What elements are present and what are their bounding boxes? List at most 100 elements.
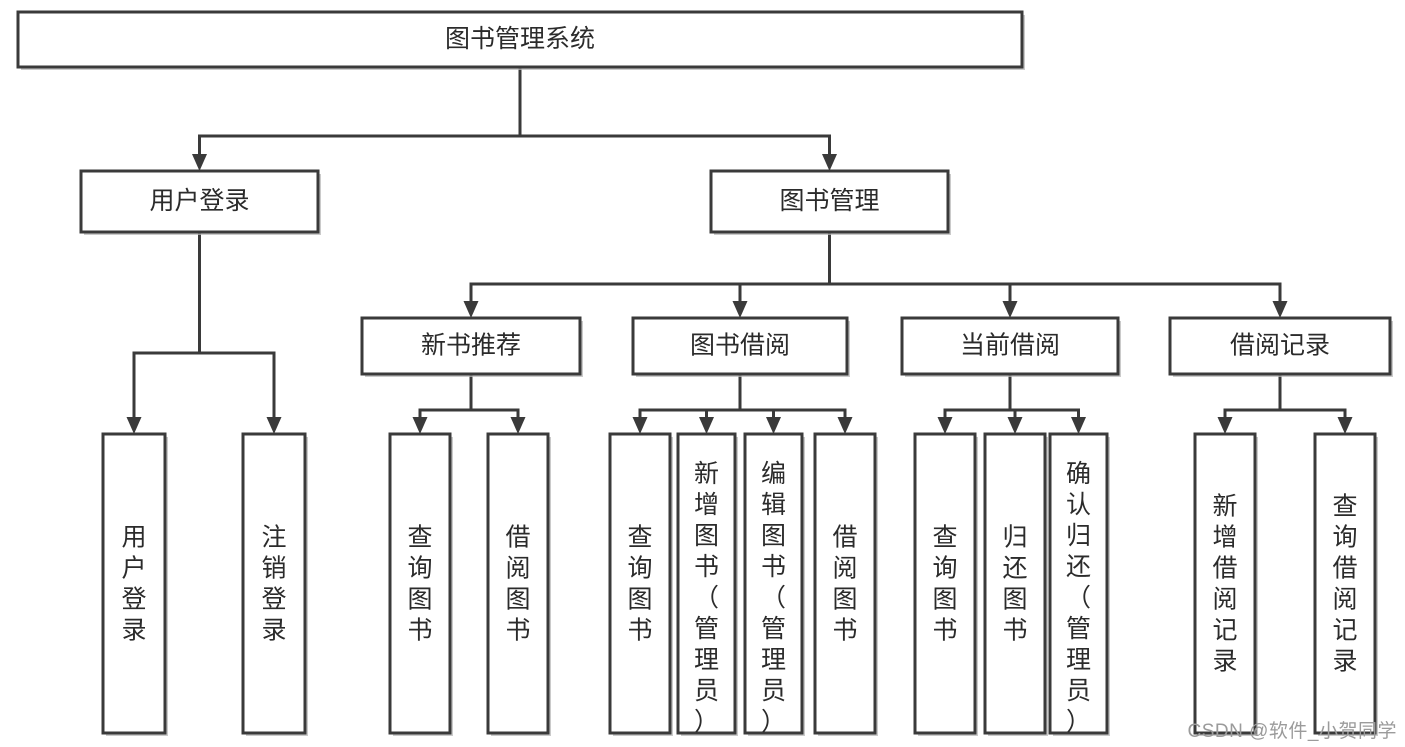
node-label-char: 员 xyxy=(694,677,719,705)
node-label: 当前借阅 xyxy=(960,332,1060,360)
node-label-char: 理 xyxy=(694,646,719,674)
arrow-head xyxy=(937,417,953,434)
node-label-char: 借 xyxy=(505,524,530,552)
node-label: 图书管理系统 xyxy=(445,25,595,53)
arrow-head xyxy=(766,417,781,434)
node-label-char: 确 xyxy=(1066,460,1091,488)
node-label-char: 销 xyxy=(261,555,286,583)
node-rect[interactable] xyxy=(709,169,950,234)
node-label-char: 注 xyxy=(261,524,286,552)
node-label-char: 书 xyxy=(505,617,530,645)
node-label-char: 书 xyxy=(694,553,719,581)
node-label-char: 户 xyxy=(121,555,146,583)
node-label-char: 理 xyxy=(1066,646,1091,674)
node-book-borrow[interactable]: 图书借阅 xyxy=(631,316,850,377)
node-label-char: 书 xyxy=(1002,617,1027,645)
node-rect[interactable] xyxy=(631,316,849,376)
node-rect[interactable] xyxy=(388,432,452,735)
node-label-char: 书 xyxy=(627,617,652,645)
node-rect[interactable] xyxy=(913,432,977,735)
connector-group-user-login xyxy=(126,230,282,434)
node-rect[interactable] xyxy=(900,316,1120,376)
node-rect[interactable] xyxy=(676,432,737,735)
node-label-char: 录 xyxy=(1332,648,1357,676)
node-borrow-record[interactable]: 借阅记录 xyxy=(1168,316,1393,377)
node-rect[interactable] xyxy=(241,432,307,735)
node-label-char: 图 xyxy=(1002,586,1027,614)
node-label-char: 新 xyxy=(694,460,719,488)
node-label-char: 阅 xyxy=(1332,586,1357,614)
node-label-char: 借 xyxy=(1332,555,1357,583)
arrow-head xyxy=(266,417,282,434)
node-label-char: ） xyxy=(1066,708,1091,736)
node-label-char: 图 xyxy=(407,586,432,614)
node-label-char: 阅 xyxy=(1212,586,1237,614)
node-rect[interactable] xyxy=(1168,316,1392,376)
node-label-char: （ xyxy=(1066,584,1091,612)
node-label-char: 询 xyxy=(627,555,652,583)
node-book-manage[interactable]: 图书管理 xyxy=(709,169,951,235)
node-rect[interactable] xyxy=(1193,432,1257,735)
arrow-head xyxy=(510,417,526,434)
arrow-head xyxy=(1002,301,1018,318)
csdn-watermark: CSDN @软件_小贺同学 xyxy=(1187,721,1397,742)
arrow-head xyxy=(1071,417,1086,434)
node-label-char: 图 xyxy=(505,586,530,614)
connector-group-current-borrow xyxy=(937,372,1086,434)
node-rect[interactable] xyxy=(743,432,804,735)
node-label-char: 管 xyxy=(1066,615,1091,643)
node-rect[interactable] xyxy=(813,432,877,735)
node-label-char: 还 xyxy=(1066,553,1091,581)
node-label-char: 借 xyxy=(1212,555,1237,583)
node-rect[interactable] xyxy=(983,432,1047,735)
node-rect[interactable] xyxy=(101,432,167,735)
node-label-char: 登 xyxy=(261,586,286,614)
node-label-char: ） xyxy=(694,708,719,736)
arrow-head xyxy=(699,417,714,434)
arrow-head xyxy=(463,301,479,318)
node-label-char: 询 xyxy=(1332,524,1357,552)
node-rect[interactable] xyxy=(486,432,550,735)
node-current-borrow[interactable]: 当前借阅 xyxy=(900,316,1121,377)
arrow-head xyxy=(632,417,648,434)
node-rect[interactable] xyxy=(608,432,672,735)
node-label-char: 增 xyxy=(694,491,719,519)
node-label-char: 图 xyxy=(832,586,857,614)
node-user-login[interactable]: 用户登录 xyxy=(79,169,321,235)
node-label-char: 管 xyxy=(694,615,719,643)
node-root[interactable]: 图书管理系统 xyxy=(16,10,1025,70)
node-rect[interactable] xyxy=(360,316,582,376)
node-rect[interactable] xyxy=(1048,432,1109,735)
node-label: 图书管理 xyxy=(779,187,879,215)
arrow-head xyxy=(732,301,748,318)
node-leaf-user-login[interactable]: 用户登录 xyxy=(101,432,168,736)
node-label-char: 归 xyxy=(1066,522,1091,550)
node-label-char: 查 xyxy=(407,524,432,552)
node-label-char: 录 xyxy=(1212,648,1237,676)
arrow-head xyxy=(837,417,853,434)
node-rect[interactable] xyxy=(16,10,1024,69)
node-label-char: 查 xyxy=(627,524,652,552)
node-rect[interactable] xyxy=(79,169,320,234)
arrow-head xyxy=(1217,417,1233,434)
node-rect[interactable] xyxy=(1313,432,1377,735)
node-label-char: 记 xyxy=(1332,617,1357,645)
arrow-head xyxy=(822,154,837,171)
node-new-book-recommend[interactable]: 新书推荐 xyxy=(360,316,583,377)
connector-group-book-manage xyxy=(463,230,1288,318)
node-label-char: 查 xyxy=(1332,493,1357,521)
node-label-char: ） xyxy=(761,708,786,736)
